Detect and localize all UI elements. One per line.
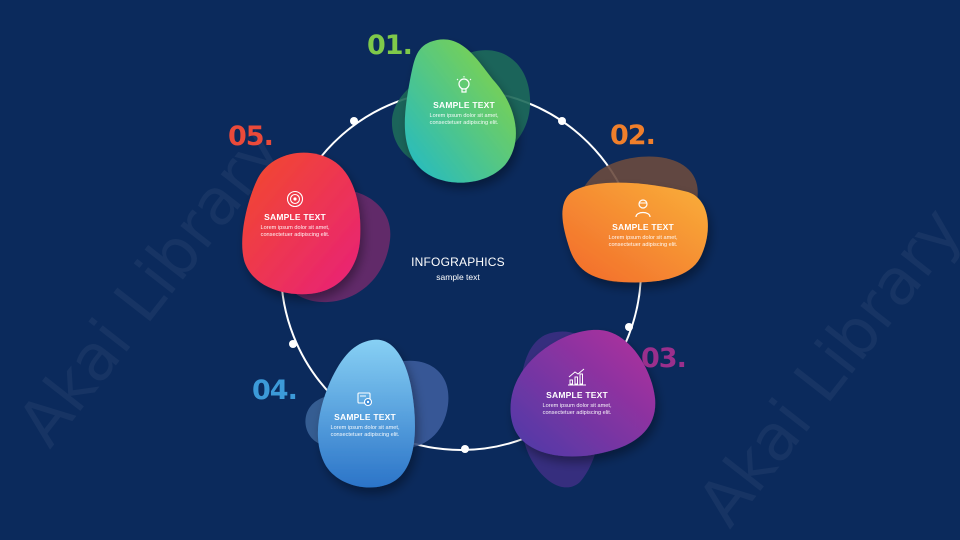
step-body-2a: Lorem ipsum dolor sit amet, [608,235,678,241]
step-body-3b: consectetuer adipiscing elit. [542,410,612,416]
blob-4 [317,339,415,488]
step-body-5b: consectetuer adipiscing elit. [260,232,330,238]
ring-dot [350,117,358,125]
ring-dot [625,323,633,331]
ring-dot [289,340,297,348]
step-card-4: SAMPLE TEXT Lorem ipsum dolor sit amet, … [300,390,430,439]
step-body-5a: Lorem ipsum dolor sit amet, [260,225,330,231]
settings-icon [357,392,373,407]
step-card-5: SAMPLE TEXT Lorem ipsum dolor sit amet, … [230,190,360,239]
blob-3 [510,329,656,457]
step-body-3a: Lorem ipsum dolor sit amet, [542,403,612,409]
blob-2 [562,182,708,283]
step-number-3: 03. [641,343,687,374]
step-number-5: 05. [228,121,274,152]
step-body-4b: consectetuer adipiscing elit. [330,432,400,438]
step-title-2: SAMPLE TEXT [612,222,674,232]
step-number-4: 04. [252,375,298,406]
ring-dot [558,117,566,125]
step-number-2: 02. [610,120,656,151]
step-title-5: SAMPLE TEXT [264,212,326,222]
target-icon [286,190,304,208]
ring-dot [461,445,469,453]
step-body-1b: consectetuer adipiscing elit. [429,120,499,126]
step-card-1: SAMPLE TEXT Lorem ipsum dolor sit amet, … [399,76,529,127]
center-title: INFOGRAPHICS [411,255,505,269]
step-card-3: SAMPLE TEXT Lorem ipsum dolor sit amet, … [512,368,642,417]
step-body-2b: consectetuer adipiscing elit. [608,242,678,248]
person-icon [635,199,651,218]
blob-1 [404,39,516,183]
step-body-1a: Lorem ipsum dolor sit amet, [429,113,499,119]
step-number-1: 01. [367,30,413,61]
step-card-2: SAMPLE TEXT Lorem ipsum dolor sit amet, … [578,198,708,249]
step-title-1: SAMPLE TEXT [433,100,495,110]
growth-chart-icon [568,368,586,386]
step-title-4: SAMPLE TEXT [334,412,396,422]
blob-5 [242,152,361,295]
lightbulb-icon [456,76,472,93]
center-subtitle: sample text [436,272,480,282]
center-label: INFOGRAPHICS sample text [388,255,528,282]
step-title-3: SAMPLE TEXT [546,390,608,400]
step-body-4a: Lorem ipsum dolor sit amet, [330,425,400,431]
